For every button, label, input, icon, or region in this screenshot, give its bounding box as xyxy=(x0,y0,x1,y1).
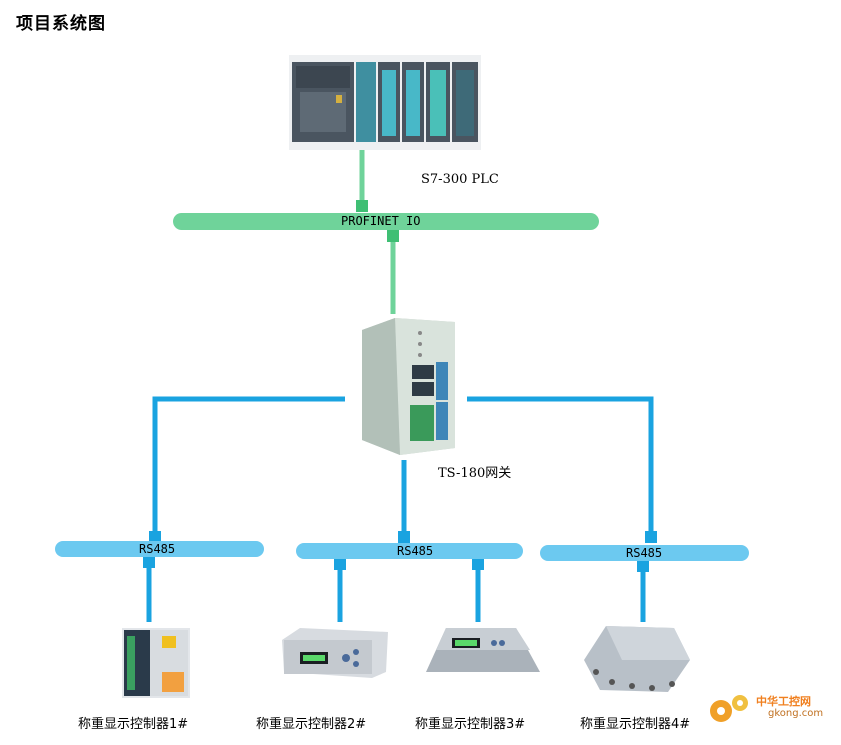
device-3-image xyxy=(426,628,540,672)
rs485-buses xyxy=(55,541,749,561)
profinet-label: PROFINET IO xyxy=(341,214,421,228)
device-label-1: 称重显示控制器1# xyxy=(78,717,189,732)
gateway-label: TS-180网关 xyxy=(438,466,512,481)
watermark-url: gkong.com xyxy=(768,708,824,719)
rs485-links xyxy=(152,396,654,535)
profinet-bus xyxy=(173,213,599,230)
device-2-image xyxy=(282,628,388,678)
rs485-label-2: RS485 xyxy=(397,544,434,558)
watermark-logo xyxy=(710,695,748,722)
device-4-image xyxy=(584,626,690,692)
device-links xyxy=(146,568,646,622)
gateway-image xyxy=(362,318,455,455)
device-1-image xyxy=(122,628,190,698)
watermark-text: 中华工控网 xyxy=(756,695,811,708)
plc-label: S7-300 PLC xyxy=(421,172,499,187)
plc-image xyxy=(289,55,481,150)
device-label-3: 称重显示控制器3# xyxy=(415,717,526,732)
rs485-connectors xyxy=(143,531,657,572)
device-label-4: 称重显示控制器4# xyxy=(580,717,691,732)
rs485-label-1: RS485 xyxy=(139,542,176,556)
rs485-label-3: RS485 xyxy=(626,546,663,560)
profinet-links xyxy=(356,150,399,314)
page-title: 项目系统图 xyxy=(16,14,106,34)
device-label-2: 称重显示控制器2# xyxy=(256,717,367,732)
